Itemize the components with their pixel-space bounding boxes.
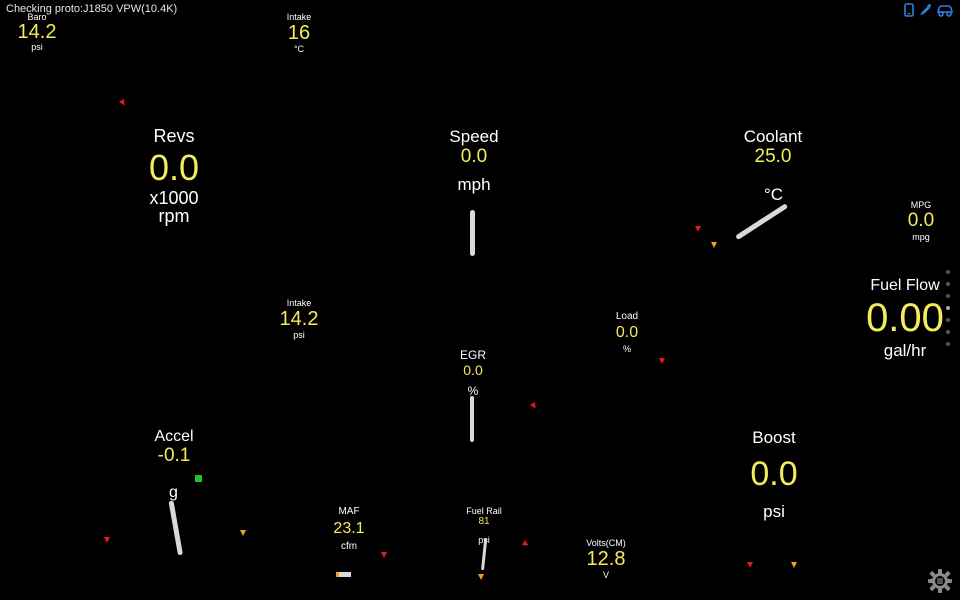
volts-gauge[interactable]: Volts(CM) 12.8 V <box>578 538 634 580</box>
gauge-label: Volts(CM) <box>586 538 626 548</box>
fuel-flow-gauge[interactable]: Fuel Flow 0.00 gal/hr <box>858 277 952 361</box>
gauge-unit: °C <box>764 185 784 204</box>
gauge-unit: % <box>467 384 479 398</box>
page-dot[interactable] <box>946 270 950 274</box>
caution-marker <box>791 562 797 568</box>
accel-indicator <box>195 475 202 482</box>
caution-marker <box>711 242 717 248</box>
connection-status: Checking proto:J1850 VPW(10.4K) <box>6 3 178 15</box>
page-dot[interactable] <box>946 318 950 322</box>
gauge-value: 0.00 <box>866 296 944 340</box>
gauge-value: 0.0 <box>615 324 639 341</box>
egr-gauge[interactable]: EGR 0.0 % <box>448 348 498 398</box>
gauge-unit: psi <box>293 330 305 340</box>
gauge-value: 16 <box>287 22 311 44</box>
coolant-gauge[interactable]: Coolant 25.0 <box>728 127 818 167</box>
load-gauge[interactable]: Load 0.0 % <box>602 311 652 354</box>
caution-marker <box>240 530 246 536</box>
gauge-label: Boost <box>752 428 796 447</box>
gauge-value: 0.0 <box>460 146 488 167</box>
gauge-label: Intake <box>286 12 312 22</box>
gauge-value: 0.0 <box>750 455 798 493</box>
coolant-needle <box>735 203 789 241</box>
gauge-unit: °C <box>293 44 305 54</box>
gauge-unit: psi <box>31 42 43 52</box>
warning-marker <box>747 562 753 568</box>
boost-gauge[interactable]: Boost 0.0 psi <box>724 428 824 522</box>
gauge-unit: gal/hr <box>883 341 927 360</box>
gauge-value: 14.2 <box>279 308 319 330</box>
gauge-label: Speed <box>449 127 499 146</box>
gauge-label: Accel <box>154 428 194 445</box>
warning-marker <box>118 98 128 108</box>
gauge-value: 14.2 <box>17 21 57 43</box>
gauge-unit: psi <box>763 502 785 521</box>
gauge-value: -0.1 <box>157 445 191 466</box>
accel-needle <box>168 500 183 556</box>
maf-gauge[interactable]: MAF 23.1 cfm <box>324 506 374 552</box>
gauge-label: Load <box>615 311 639 322</box>
page-dot[interactable] <box>946 342 950 346</box>
gauge-label: Revs <box>153 126 195 146</box>
gauge-label: MPG <box>910 200 932 210</box>
gauge-value: 23.1 <box>333 520 365 537</box>
status-icons <box>904 3 954 22</box>
gauge-value: 0.0 <box>463 362 483 378</box>
revs-gauge[interactable]: Revs 0.0 x1000 rpm <box>114 126 234 225</box>
speed-gauge[interactable]: Speed 0.0 mph <box>424 127 524 195</box>
gauge-value: 12.8 <box>586 548 626 570</box>
phone-icon[interactable] <box>904 3 914 22</box>
gauge-unit: V <box>602 570 609 580</box>
gauge-unit: % <box>622 344 631 354</box>
gauge-value: 81 <box>478 516 490 527</box>
maf-needle <box>336 572 351 577</box>
intake-pressure-gauge[interactable]: Intake 14.2 psi <box>272 298 326 340</box>
mpg-gauge[interactable]: MPG 0.0 mpg <box>896 200 946 242</box>
page-dot[interactable] <box>946 330 950 334</box>
gauge-label: Coolant <box>743 127 803 146</box>
warning-marker <box>695 226 701 232</box>
intake-temp-gauge[interactable]: Intake 16 °C <box>272 12 326 54</box>
baro-gauge[interactable]: Baro 14.2 psi <box>10 12 64 52</box>
gauge-label: Intake <box>286 298 312 308</box>
gauge-label: Baro <box>27 12 47 22</box>
gauge-unit: x1000 <box>149 188 199 208</box>
gauge-value: 25.0 <box>754 146 792 167</box>
page-dot[interactable] <box>946 282 950 286</box>
gauge-unit: mph <box>457 175 491 194</box>
gauge-value: 0.0 <box>907 210 935 231</box>
accel-gauge[interactable]: Accel -0.1 <box>134 428 214 466</box>
gear-icon[interactable] <box>927 568 953 594</box>
warning-marker <box>521 539 531 549</box>
warning-marker <box>381 552 387 558</box>
warning-marker <box>659 358 665 364</box>
gauge-unit: cfm <box>340 541 358 552</box>
gauge-label: Fuel Flow <box>870 277 940 294</box>
gauge-label: EGR <box>459 348 486 362</box>
gauge-label: MAF <box>338 506 360 517</box>
warning-marker <box>104 537 110 543</box>
warning-marker <box>529 401 539 411</box>
gauge-value: 0.0 <box>148 147 200 188</box>
egr-needle <box>470 396 474 442</box>
caution-marker <box>478 574 484 580</box>
pen-icon[interactable] <box>918 3 932 22</box>
page-dot-active[interactable] <box>946 306 950 310</box>
speed-needle <box>470 210 475 256</box>
gauge-unit: g <box>169 484 178 501</box>
gauge-label: Fuel Rail <box>466 506 502 516</box>
gauge-unit: mpg <box>912 232 930 242</box>
car-icon[interactable] <box>936 3 954 22</box>
page-dot[interactable] <box>946 294 950 298</box>
gauge-unit-secondary: rpm <box>158 206 190 226</box>
